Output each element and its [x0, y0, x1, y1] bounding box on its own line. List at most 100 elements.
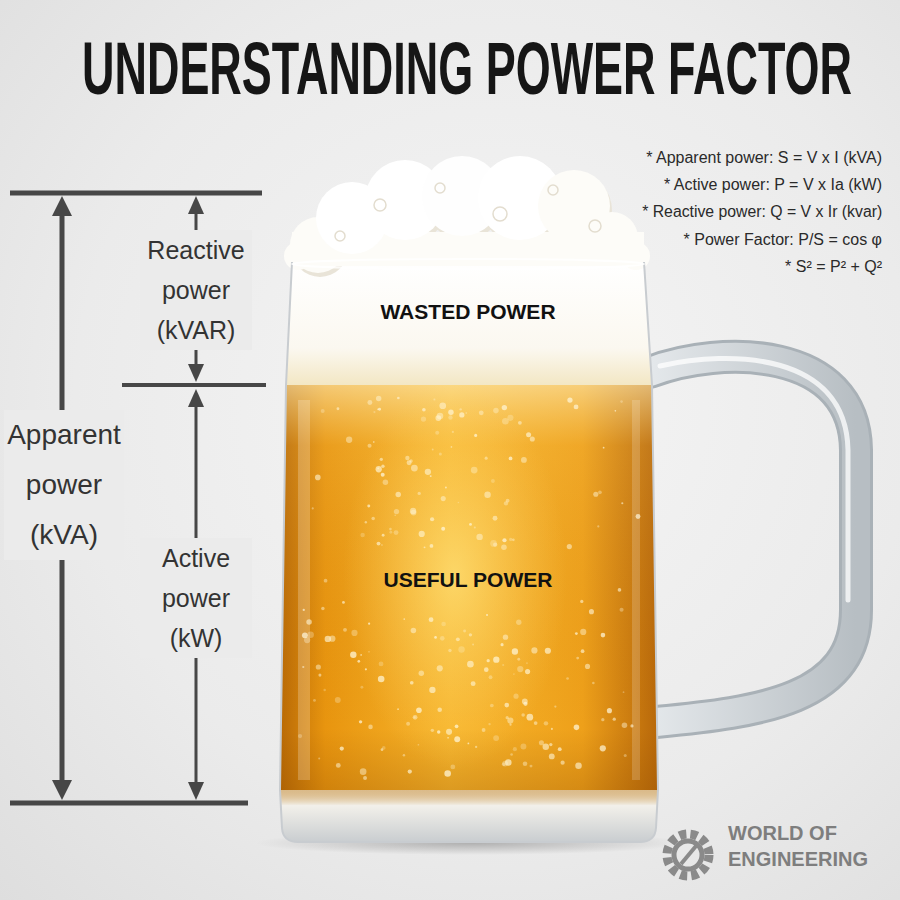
- beer-bubble: [418, 744, 420, 746]
- beer-bubble: [350, 652, 356, 658]
- beer-bubble: [430, 475, 432, 477]
- beer-bubble: [397, 397, 400, 400]
- beer-bubble: [394, 514, 396, 516]
- beer-bubble: [368, 623, 370, 625]
- beer-bubble: [502, 538, 506, 542]
- beer-bubble: [615, 410, 617, 412]
- beer-bubble: [419, 531, 425, 537]
- beer-bubble: [509, 457, 513, 461]
- beer-bubble: [620, 400, 623, 403]
- beer-bubble: [488, 723, 490, 725]
- beer-bubble: [567, 544, 572, 549]
- beer-bubble: [592, 682, 595, 685]
- beer-bubble: [316, 664, 321, 669]
- beer-bubble: [376, 466, 382, 472]
- beer-bubble: [456, 637, 460, 641]
- beer-bubble: [437, 413, 444, 420]
- gear-slash: [681, 846, 696, 864]
- beer-bubble: [357, 660, 360, 663]
- beer-bubble: [576, 657, 579, 660]
- beer-bubble: [407, 460, 412, 465]
- watermark: WORLD OF ENGINEERING: [728, 820, 893, 872]
- beer-bubble: [489, 675, 493, 679]
- dimension-bar: [10, 191, 262, 196]
- beer-bubble: [441, 496, 446, 501]
- beer-bubble: [444, 770, 451, 777]
- beer-bubble: [513, 673, 515, 675]
- beer-region: USEFUL POWER: [284, 385, 652, 790]
- beer-bubble: [624, 754, 627, 757]
- beer-bubble: [623, 691, 625, 693]
- beer-bubble: [607, 708, 612, 713]
- gear-logo: [667, 834, 709, 876]
- beer-bubble: [593, 492, 598, 497]
- beer-bubble: [378, 676, 385, 683]
- beer-bubble: [340, 746, 344, 750]
- beer-bubble: [526, 714, 533, 721]
- glass-rim: [292, 259, 644, 269]
- beer-bubble: [425, 469, 431, 475]
- formula: * S² = P² + Q²: [785, 257, 882, 277]
- beer-bubble: [360, 533, 365, 538]
- beer-bubble: [335, 697, 341, 703]
- beer-bubble: [618, 588, 622, 592]
- beer-bubble: [589, 609, 594, 614]
- beer-bubble: [551, 728, 553, 730]
- beer-bubble: [490, 704, 494, 708]
- beer-bubble: [397, 708, 399, 710]
- beer-bubble: [421, 416, 426, 421]
- beer-bubble: [368, 444, 372, 448]
- beer-bubble: [360, 768, 367, 775]
- beer-bubble: [440, 636, 445, 641]
- beer-bubble: [463, 630, 466, 633]
- beer-bubble: [318, 674, 321, 677]
- beer-bubble: [517, 666, 523, 672]
- beer-bubble: [380, 458, 383, 461]
- beer-bubble: [469, 633, 472, 636]
- beer-bubble: [452, 431, 454, 433]
- beer-bubble: [523, 761, 528, 766]
- beer-bubble: [430, 517, 434, 521]
- beer-bubble: [394, 509, 399, 514]
- beer-bubble: [484, 667, 489, 672]
- beer-bubble: [490, 540, 497, 547]
- beer-bubble: [501, 545, 507, 551]
- beer-bubble: [321, 607, 324, 610]
- beer-bubble: [471, 681, 476, 686]
- beer-bubble: [504, 501, 508, 505]
- beer-bubble: [359, 720, 362, 723]
- foam-bubble: [493, 207, 507, 221]
- foam-bubble: [374, 199, 386, 211]
- beer-bubble: [503, 634, 508, 639]
- handle-glass: [650, 357, 856, 722]
- beer-bubble: [448, 415, 452, 419]
- beer-bubble: [601, 633, 606, 638]
- beer-bubble: [513, 747, 517, 751]
- beer-bubble: [439, 452, 442, 455]
- beer-bubble: [554, 705, 556, 707]
- beer-bubble: [513, 694, 518, 699]
- beer-bubble: [581, 649, 585, 653]
- beer-bubble: [448, 649, 451, 652]
- beer-bubble: [601, 718, 604, 721]
- beer-bubble: [560, 761, 564, 765]
- beer-bubble: [446, 729, 452, 735]
- beer-bubble: [474, 434, 477, 437]
- mug-handle: [650, 357, 856, 722]
- beer-bubble: [521, 713, 525, 717]
- beer-bubble: [389, 531, 392, 534]
- beer-bubble: [525, 669, 530, 674]
- beer-bubble: [437, 665, 443, 671]
- beer-bubble: [574, 725, 580, 731]
- beer-bubble: [368, 651, 370, 653]
- beer-bubble: [517, 658, 520, 661]
- beer-bubble: [408, 769, 412, 773]
- beer-bubble: [447, 737, 449, 739]
- beer-bubble: [512, 648, 518, 654]
- beer-bubble: [585, 664, 590, 669]
- beer-bubble: [429, 617, 434, 622]
- beer-bubble: [454, 736, 460, 742]
- beer-bubble: [620, 608, 624, 612]
- beer-bubble: [422, 408, 426, 412]
- beer-bubble: [549, 753, 555, 759]
